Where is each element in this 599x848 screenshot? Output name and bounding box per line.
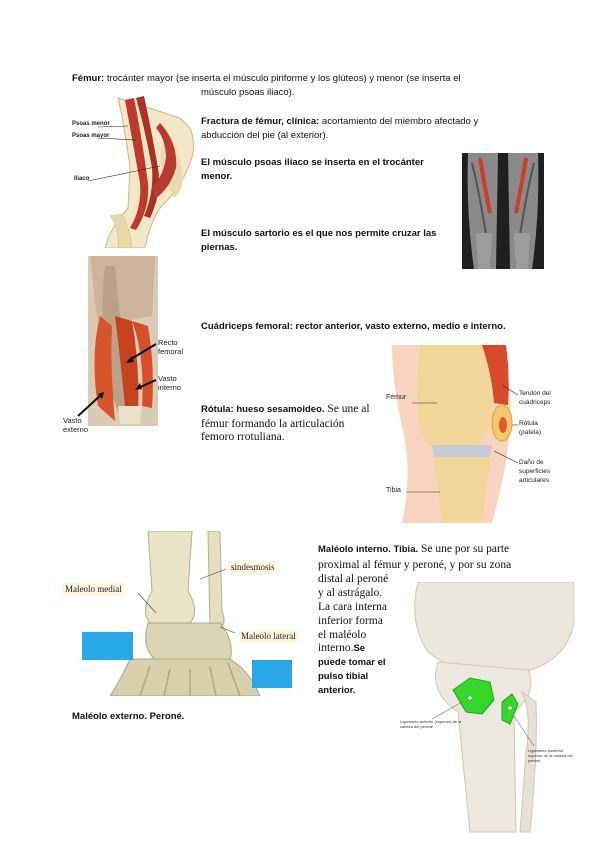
maleolo-interno-line2: proximal al fémur y peroné, y por su zon… — [318, 559, 512, 571]
maleolo-interno-text1: Se une por su parte — [418, 543, 510, 555]
psoas-line2: menor. — [201, 171, 233, 182]
femur-line2: músculo psoas iliaco). — [201, 87, 295, 98]
maleolo-interno-line4: y al astrágalo. — [318, 587, 383, 599]
femur-paragraph: Fémur: trocánter mayor (se inserta el mú… — [72, 72, 532, 86]
rotula-heading: Rótula: hueso sesamoideo. — [201, 404, 325, 415]
label-femur-knee: Fémur — [386, 394, 407, 401]
rotula-line1: Se une al — [324, 403, 370, 415]
cuadriceps-text: Cuádriceps femoral: rector anterior, vas… — [201, 321, 506, 332]
sartorio-line1: El músculo sartorio es el que nos permit… — [201, 228, 437, 239]
femur-line1: trocánter mayor (se inserta el músculo p… — [104, 73, 461, 84]
label-iliaco: Iliaco — [74, 176, 90, 182]
tibia-head-figure: Ligamento anterior (superior) de la cabe… — [398, 582, 578, 834]
blue-box-left — [82, 632, 133, 660]
maleolo-externo-text: Maléolo externo. Peroné. — [72, 711, 185, 722]
ankle-figure: Maleolo medial sindesmosis Maleolo later… — [60, 531, 312, 696]
maleolo-interno-line5: La cara interna — [318, 601, 387, 613]
label-dano-superficies: Daño de superficies articulares — [519, 459, 551, 484]
knee-figure: Fémur Tendón del cuádriceps Rótula (pate… — [382, 345, 560, 523]
label-ligamento-posterior: Ligamento posterior superior de la cabez… — [528, 748, 573, 763]
label-psoas-menor: Psoas menor — [72, 121, 110, 127]
maleolo-interno-line6: inferior forma — [318, 615, 383, 627]
label-psoas-mayor: Psoas mayor — [72, 133, 110, 139]
label-sindesmosis: sindesmosis — [228, 561, 278, 574]
label-recto-femoral: Recto femoral — [158, 338, 184, 356]
label-vasto-externo: Vasto externo — [63, 416, 89, 434]
label-tibia-knee: Tibia — [386, 487, 401, 494]
hip-psoas-figure: Psoas menor Psoas mayor Iliaco — [70, 88, 200, 248]
label-maleolo-medial: Maleolo medial — [62, 583, 125, 596]
maleolo-interno-text8b: Se — [353, 643, 366, 654]
legs-sartorius-figure — [462, 153, 544, 269]
femur-heading: Fémur: — [72, 73, 105, 84]
label-vasto-interno: Vasto interno — [158, 374, 181, 392]
psoas-line1: El músculo psoas iliaco se inserta en el… — [201, 157, 424, 168]
rotula-paragraph: Rótula: hueso sesamoideo. Se une al — [201, 403, 370, 417]
rotula-line3: femoro rrotuliana. — [201, 431, 285, 443]
maleolo-interno-line7: el maléolo — [318, 629, 367, 641]
maleolo-interno-line9: puede tomar el — [318, 657, 386, 668]
fractura-line1: acortamiento del miembro afectado y — [319, 116, 479, 127]
maleolo-interno-line10: pulso tibial — [318, 671, 369, 682]
label-maleolo-lateral: Maleolo lateral — [238, 630, 299, 643]
fractura-heading: Fractura de fémur, clínica: — [201, 116, 320, 127]
thigh-quadriceps-figure: Recto femoral Vasto interno Vasto extern… — [60, 256, 200, 438]
label-tendon-cuadriceps: Tendón del cuádriceps — [519, 390, 551, 406]
label-rotula: Rótula (patela) — [519, 420, 542, 436]
fractura-paragraph: Fractura de fémur, clínica: acortamiento… — [201, 115, 511, 129]
rotula-line2: fémur formando la articulación — [201, 418, 345, 430]
maleolo-interno-heading: Maléolo interno. Tibia. — [318, 544, 419, 555]
maleolo-interno-text8: interno. — [318, 642, 354, 654]
label-ligamento-anterior: Ligamento anterior (superior) de la cabe… — [400, 719, 462, 729]
maleolo-interno-line3: distal al peroné — [318, 573, 389, 585]
maleolo-interno-line11: anterior. — [318, 685, 356, 696]
maleolo-interno-line1: Maléolo interno. Tibia. Se une por su pa… — [318, 543, 509, 557]
blue-box-right — [252, 660, 292, 688]
fractura-line2: abducción del pie (al exterior). — [201, 130, 329, 141]
maleolo-interno-line8: interno.Se — [318, 642, 365, 656]
sartorio-line2: piernas. — [201, 242, 238, 253]
